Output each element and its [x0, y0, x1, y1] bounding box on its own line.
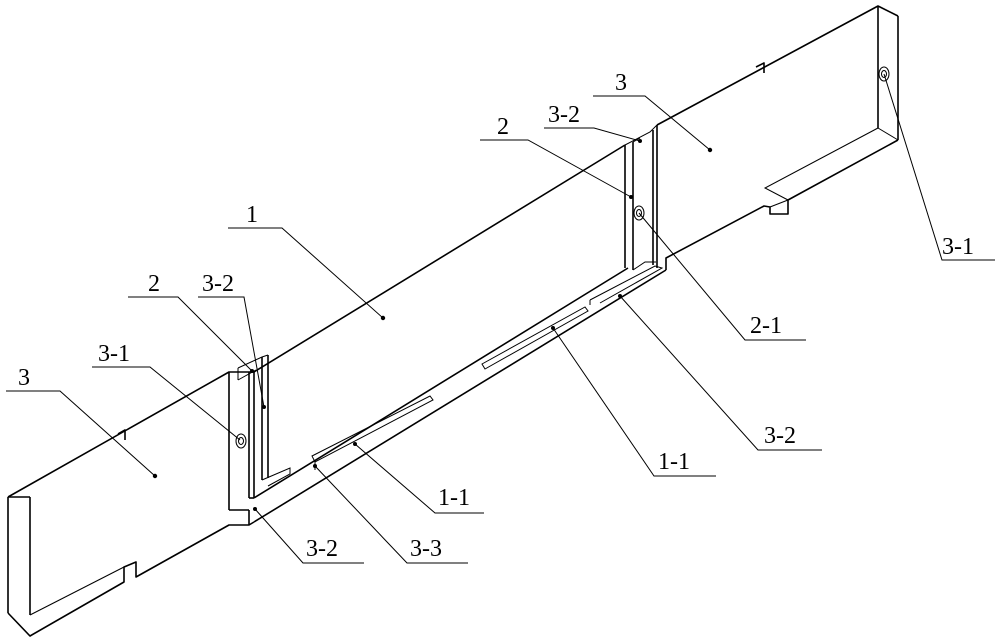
label-3-2-right-bottom: 3-2 — [764, 423, 796, 449]
label-1-1-left: 1-1 — [438, 485, 470, 511]
label-3-3: 3-3 — [410, 536, 442, 562]
label-1: 1 — [246, 202, 258, 228]
left-end-block — [7, 371, 255, 637]
label-3-2-left-top: 3-2 — [202, 271, 234, 297]
label-2-1: 2-1 — [750, 313, 782, 339]
main-plate — [249, 144, 667, 523]
right-end-block — [589, 5, 899, 305]
left-connector — [235, 354, 291, 498]
label-2-right: 2 — [497, 114, 509, 140]
label-3-2-bottom-left: 3-2 — [306, 536, 338, 562]
label-3-1-right: 3-1 — [942, 234, 974, 260]
label-2-left: 2 — [148, 271, 160, 297]
label-3-right: 3 — [615, 70, 627, 96]
label-3-1-left: 3-1 — [98, 341, 130, 367]
label-3-left: 3 — [18, 365, 30, 391]
leader-lines — [6, 73, 995, 564]
labels: 3 3-1 2 3-2 1 1-1 3-3 3-2 2 3-2 3 3-1 2-… — [18, 70, 974, 562]
label-3-2-right-top: 3-2 — [548, 102, 580, 128]
right-connector — [624, 124, 658, 271]
label-1-1-right: 1-1 — [658, 449, 690, 475]
